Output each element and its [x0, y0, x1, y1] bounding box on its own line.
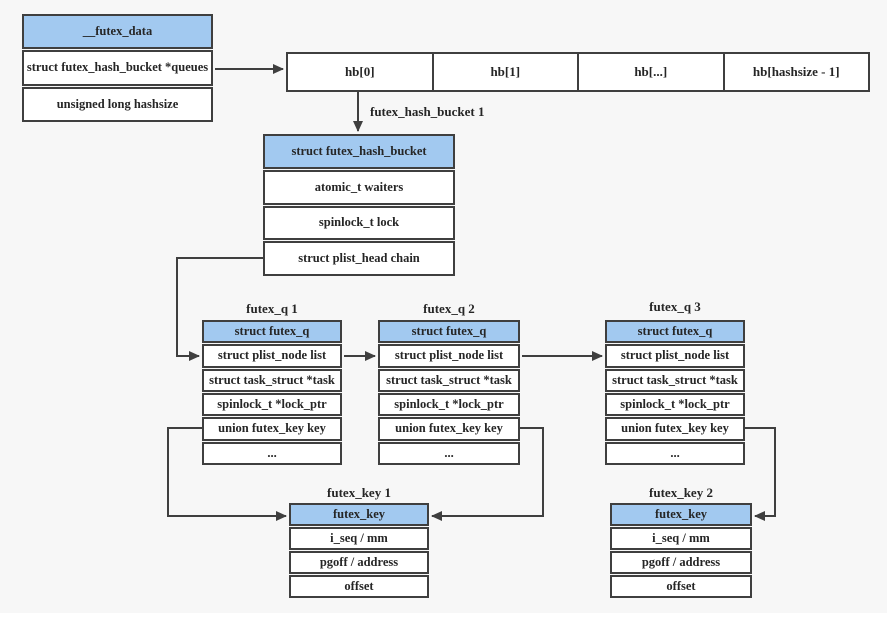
futexq1-label: futex_q 1: [246, 301, 298, 316]
futexq3-field-task: struct task_struct *task: [605, 368, 745, 392]
futexq1-field-list: struct plist_node list: [202, 344, 342, 368]
futexkey1-field-offset: offset: [289, 575, 429, 598]
hb-cell-0: hb[0]: [344, 64, 375, 79]
futexq1-header: struct futex_q: [202, 320, 342, 344]
hb-cell-ellipsis: hb[...]: [577, 54, 723, 90]
hb-cell-1: hb[1]: [431, 54, 578, 90]
futex-data-header: __futex_data: [22, 14, 213, 50]
futexq3-label: futex_q 3: [649, 299, 701, 314]
futexq2-box: struct futex_q struct plist_node list st…: [378, 320, 520, 465]
arrow-chain-to-futexq1: [176, 257, 263, 361]
futexkey1-field-pgoff-address: pgoff / address: [289, 551, 429, 574]
futexq3-field-ellipsis: ...: [605, 441, 745, 465]
futexkey1-field-iseq-mm: i_seq / mm: [289, 527, 429, 550]
futexq2-header: struct futex_q: [378, 320, 520, 344]
futexq1-field-lockptr: spinlock_t *lock_ptr: [202, 392, 342, 417]
futexq3-header: struct futex_q: [605, 320, 745, 344]
arrow-q2key-to-futexkey1: [431, 427, 544, 521]
futexq1-field-task: struct task_struct *task: [202, 368, 342, 392]
arrow-q3key-to-futexkey2: [745, 427, 776, 521]
hash-bucket-label: futex_hash_bucket 1: [370, 104, 485, 119]
bottom-margin: [0, 613, 887, 623]
hash-bucket-array: hb[0] hb[1] hb[...] hb[hashsize - 1]: [286, 52, 870, 92]
futexq1-box: struct futex_q struct plist_node list st…: [202, 320, 342, 465]
futexkey2-label: futex_key 2: [649, 485, 713, 500]
futexkey1-header: futex_key: [289, 503, 429, 526]
futexq2-field-key: union futex_key key: [378, 417, 520, 441]
futexq2-field-ellipsis: ...: [378, 441, 520, 465]
futexq2-field-task: struct task_struct *task: [378, 368, 520, 392]
futexq3-box: struct futex_q struct plist_node list st…: [605, 320, 745, 465]
futexq3-field-list: struct plist_node list: [605, 344, 745, 368]
futexq1-field-ellipsis: ...: [202, 441, 342, 465]
futex-data-field-queues: struct futex_hash_bucket *queues: [22, 50, 213, 86]
futexq2-field-list: struct plist_node list: [378, 344, 520, 368]
hash-bucket-field-waiters: atomic_t waiters: [263, 169, 455, 205]
futexq2-label: futex_q 2: [423, 301, 475, 316]
futexq3-field-lockptr: spinlock_t *lock_ptr: [605, 392, 745, 417]
hash-bucket-header: struct futex_hash_bucket: [263, 134, 455, 169]
futexkey2-field-offset: offset: [610, 575, 752, 598]
futex-hash-bucket-box: struct futex_hash_bucket atomic_t waiter…: [263, 134, 455, 276]
futexkey1-label: futex_key 1: [327, 485, 391, 500]
hash-bucket-field-chain: struct plist_head chain: [263, 241, 455, 276]
futex-data-box: __futex_data struct futex_hash_bucket *q…: [22, 14, 213, 122]
futexkey2-field-pgoff-address: pgoff / address: [610, 551, 752, 574]
futexkey2-header: futex_key: [610, 503, 752, 526]
hb-cell-last: hb[hashsize - 1]: [722, 54, 869, 90]
arrow-q1key-to-futexkey1: [167, 427, 287, 521]
futexkey1-box: futex_key i_seq / mm pgoff / address off…: [289, 503, 429, 598]
futexq3-field-key: union futex_key key: [605, 417, 745, 441]
futexkey2-field-iseq-mm: i_seq / mm: [610, 527, 752, 550]
futexq1-field-key: union futex_key key: [202, 417, 342, 441]
futexq2-field-lockptr: spinlock_t *lock_ptr: [378, 392, 520, 417]
futex-data-field-hashsize: unsigned long hashsize: [22, 86, 213, 122]
futexkey2-box: futex_key i_seq / mm pgoff / address off…: [610, 503, 752, 598]
hash-bucket-field-lock: spinlock_t lock: [263, 205, 455, 241]
